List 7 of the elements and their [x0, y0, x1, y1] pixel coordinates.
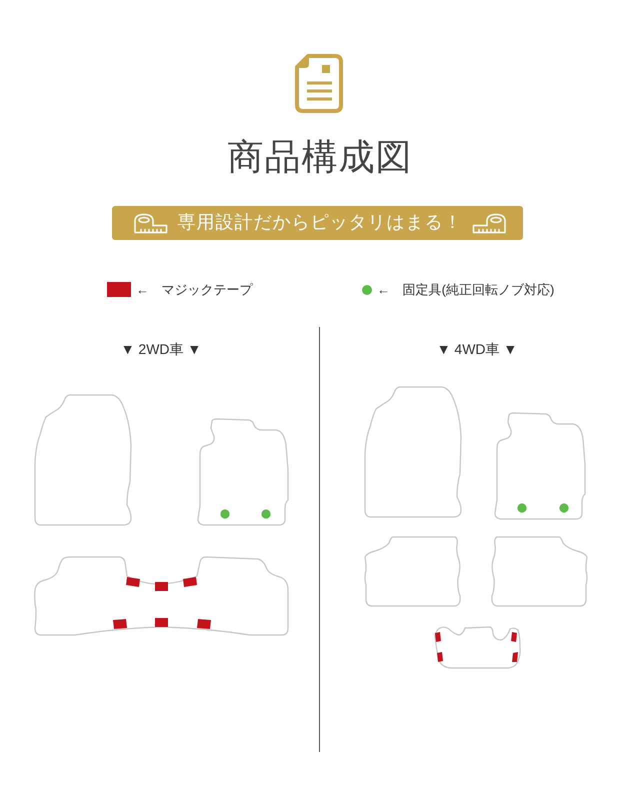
- section-heading: ▼ 4WD車 ▼: [436, 341, 518, 357]
- banner: [112, 206, 523, 240]
- legend-text: ← 固定具(純正回転ノブ対応): [377, 281, 554, 299]
- banner-text: 専用設計だからピッタリはまる！: [178, 211, 462, 235]
- section-heading: ▼ 2WD車 ▼: [120, 341, 202, 357]
- legend-text: ← マジックテープ: [136, 280, 253, 298]
- title: 商品構成図: [228, 137, 412, 178]
